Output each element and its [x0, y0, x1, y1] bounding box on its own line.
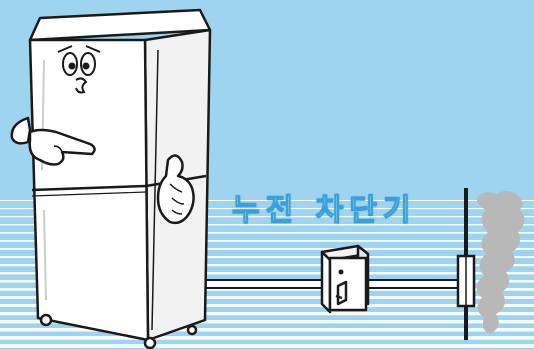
breaker-switch-icon [322, 246, 368, 312]
earth-leakage-breaker-label: 누전 차단기 [232, 185, 462, 229]
background-stripe [0, 328, 534, 332]
background-stripe [0, 336, 534, 340]
background-stripe [0, 344, 534, 348]
